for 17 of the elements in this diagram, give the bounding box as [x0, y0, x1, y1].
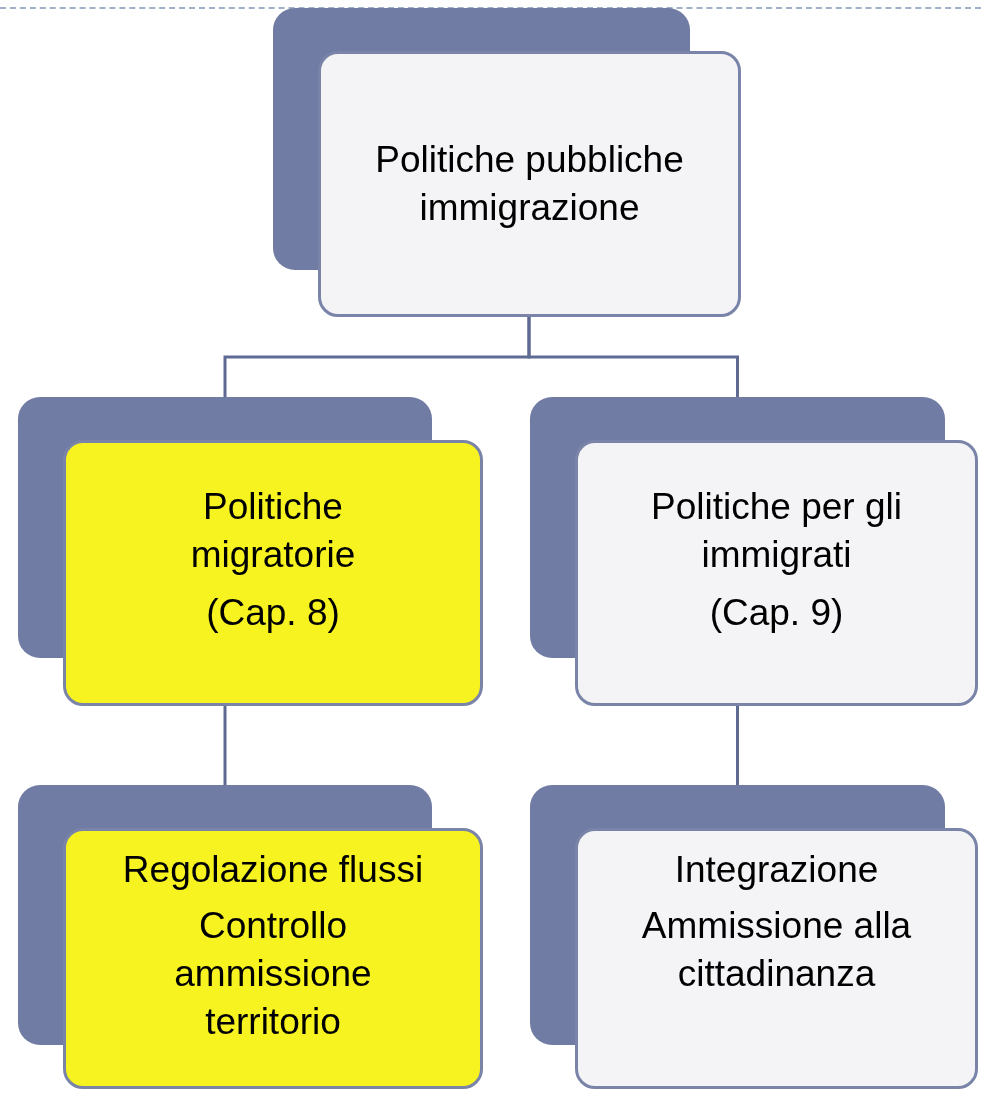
stacked-box	[530, 785, 978, 1089]
box-label: (Cap. 8)	[206, 591, 340, 636]
stacked-box	[273, 8, 741, 317]
stacked-box	[530, 397, 978, 706]
connector-line	[223, 706, 227, 785]
box-label: Controllo ammissione territorio	[173, 904, 373, 1045]
box-label: (Cap. 9)	[709, 591, 844, 636]
box-label: Politiche migratorie	[189, 485, 357, 578]
connector-line	[527, 317, 739, 397]
box-label: Ammissione alla cittadinanza	[640, 904, 913, 997]
connector-line	[736, 706, 739, 785]
box-label: Regolazione flussi	[122, 848, 424, 892]
box-label: Politiche per gli immigrati	[650, 485, 903, 578]
box-label: Politiche pubbliche immigrazione	[374, 137, 685, 230]
box-label: Integrazione	[674, 848, 879, 892]
stacked-box	[18, 785, 483, 1089]
stacked-box	[18, 397, 483, 706]
